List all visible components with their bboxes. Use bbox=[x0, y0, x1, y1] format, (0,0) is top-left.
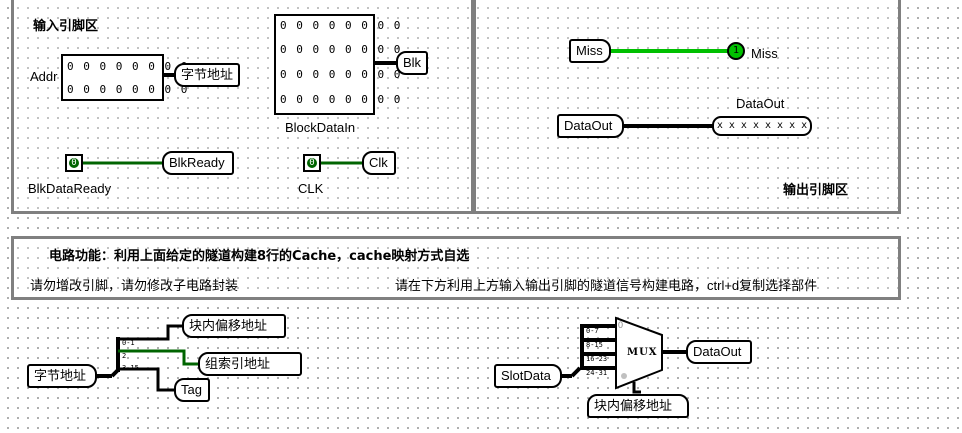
mux-select-tunnel[interactable]: 块内偏移地址 bbox=[587, 394, 689, 418]
mux-select-zero-label: 0 bbox=[618, 320, 624, 330]
blkready-tunnel[interactable]: BlkReady bbox=[162, 151, 234, 175]
blk-data-ready-pin[interactable]: 0 bbox=[65, 154, 83, 172]
note-right: 请在下方利用上方输入输出引脚的隧道信号构建电路，ctrl+d复制选择部件 bbox=[395, 278, 818, 293]
mux-bit-label-3: 24-31 bbox=[586, 369, 608, 377]
blk-data-ready-value[interactable]: 0 bbox=[69, 158, 79, 168]
split-out-index bbox=[118, 349, 200, 366]
tag-tunnel[interactable]: Tag bbox=[174, 378, 210, 402]
dataout-output-pin[interactable]: x x x x x x x x bbox=[712, 116, 812, 136]
clk-label: CLK bbox=[298, 181, 324, 196]
input-panel-title: 输入引脚区 bbox=[33, 19, 99, 34]
blk-tunnel[interactable]: Blk bbox=[396, 51, 429, 75]
mux-select-wire bbox=[632, 382, 641, 394]
addr-row-0[interactable]: 0 0 0 0 0 0 0 0 bbox=[67, 60, 189, 73]
split-bit-label-0: 0-1 bbox=[122, 339, 135, 347]
mux-dataout-tunnel[interactable]: DataOut bbox=[686, 340, 752, 364]
blk-data-ready-label: BlkDataReady bbox=[28, 181, 112, 196]
blk-row-3[interactable]: 0 0 0 0 0 0 0 0 bbox=[280, 93, 402, 106]
addr-label: Addr bbox=[30, 69, 58, 84]
miss-output-label: Miss bbox=[751, 46, 778, 61]
clk-tunnel[interactable]: Clk bbox=[362, 151, 396, 175]
byte-addr-tunnel[interactable]: 字节地址 bbox=[27, 364, 97, 388]
split-out-offset bbox=[118, 324, 184, 341]
note-left: 请勿增改引脚，请勿修改子电路封装 bbox=[30, 278, 239, 293]
block-data-in-label: BlockDataIn bbox=[285, 120, 356, 135]
miss-tunnel[interactable]: Miss bbox=[569, 39, 611, 63]
dataout-tunnel[interactable]: DataOut bbox=[557, 114, 624, 138]
block-data-in-pin[interactable]: 0 0 0 0 0 0 0 0 0 0 0 0 0 0 0 0 0 0 0 0 … bbox=[274, 14, 400, 115]
split-bit-label-2: 3-15 bbox=[122, 364, 139, 372]
mux-enable-dot bbox=[621, 373, 627, 379]
block-offset-tunnel[interactable]: 块内偏移地址 bbox=[182, 314, 286, 338]
slot-data-tunnel[interactable]: SlotData bbox=[494, 364, 562, 388]
mux-body[interactable] bbox=[615, 316, 663, 390]
blk-row-0[interactable]: 0 0 0 0 0 0 0 0 bbox=[280, 19, 402, 32]
output-panel-title: 输出引脚区 bbox=[783, 183, 849, 198]
split-out-tag bbox=[118, 367, 176, 392]
miss-output-led[interactable]: 1 bbox=[727, 42, 745, 60]
addr-input-pin[interactable]: 0 0 0 0 0 0 0 0 0 0 0 0 0 0 0 0 bbox=[61, 54, 187, 101]
dataout-output-label: DataOut bbox=[736, 96, 785, 111]
blk-row-1[interactable]: 0 0 0 0 0 0 0 0 bbox=[280, 43, 402, 56]
dataout-output-value: x x x x x x x x bbox=[716, 120, 808, 131]
circuit-function-title: 电路功能：利用上面给定的隧道构建8行的Cache，cache映射方式自选 bbox=[49, 249, 470, 264]
addr-tunnel[interactable]: 字节地址 bbox=[174, 63, 241, 87]
clk-pin[interactable]: 0 bbox=[303, 154, 321, 172]
addr-row-1[interactable]: 0 0 0 0 0 0 0 0 bbox=[67, 83, 189, 96]
miss-output-value: 1 bbox=[732, 45, 740, 56]
info-panel bbox=[11, 236, 901, 300]
clk-value[interactable]: 0 bbox=[307, 158, 317, 168]
mux-bit-label-1: 8-15 bbox=[586, 341, 603, 349]
set-index-tunnel[interactable]: 组索引地址 bbox=[198, 352, 302, 376]
mux-bit-label-2: 16-23 bbox=[586, 355, 608, 363]
input-pin-panel bbox=[11, 0, 474, 214]
split-bit-label-1: 2 bbox=[122, 352, 127, 360]
output-pin-panel bbox=[473, 0, 901, 214]
mux-bit-label-0: 0-7 bbox=[586, 327, 599, 335]
mux-in-diag bbox=[570, 366, 582, 378]
blk-row-2[interactable]: 0 0 0 0 0 0 0 0 bbox=[280, 68, 402, 81]
mux-label: MUX bbox=[627, 347, 658, 358]
